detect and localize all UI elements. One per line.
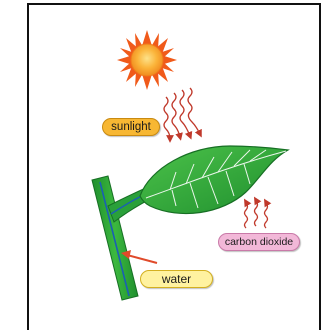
sunlight-label: sunlight — [102, 118, 160, 136]
carbon-dioxide-label: carbon dioxide — [218, 233, 300, 251]
water-label: water — [140, 270, 213, 288]
sun-rays-icon — [164, 88, 200, 139]
carbon-dioxide-waves-icon — [245, 200, 268, 228]
sun-icon — [117, 30, 177, 90]
leaf — [140, 146, 288, 214]
